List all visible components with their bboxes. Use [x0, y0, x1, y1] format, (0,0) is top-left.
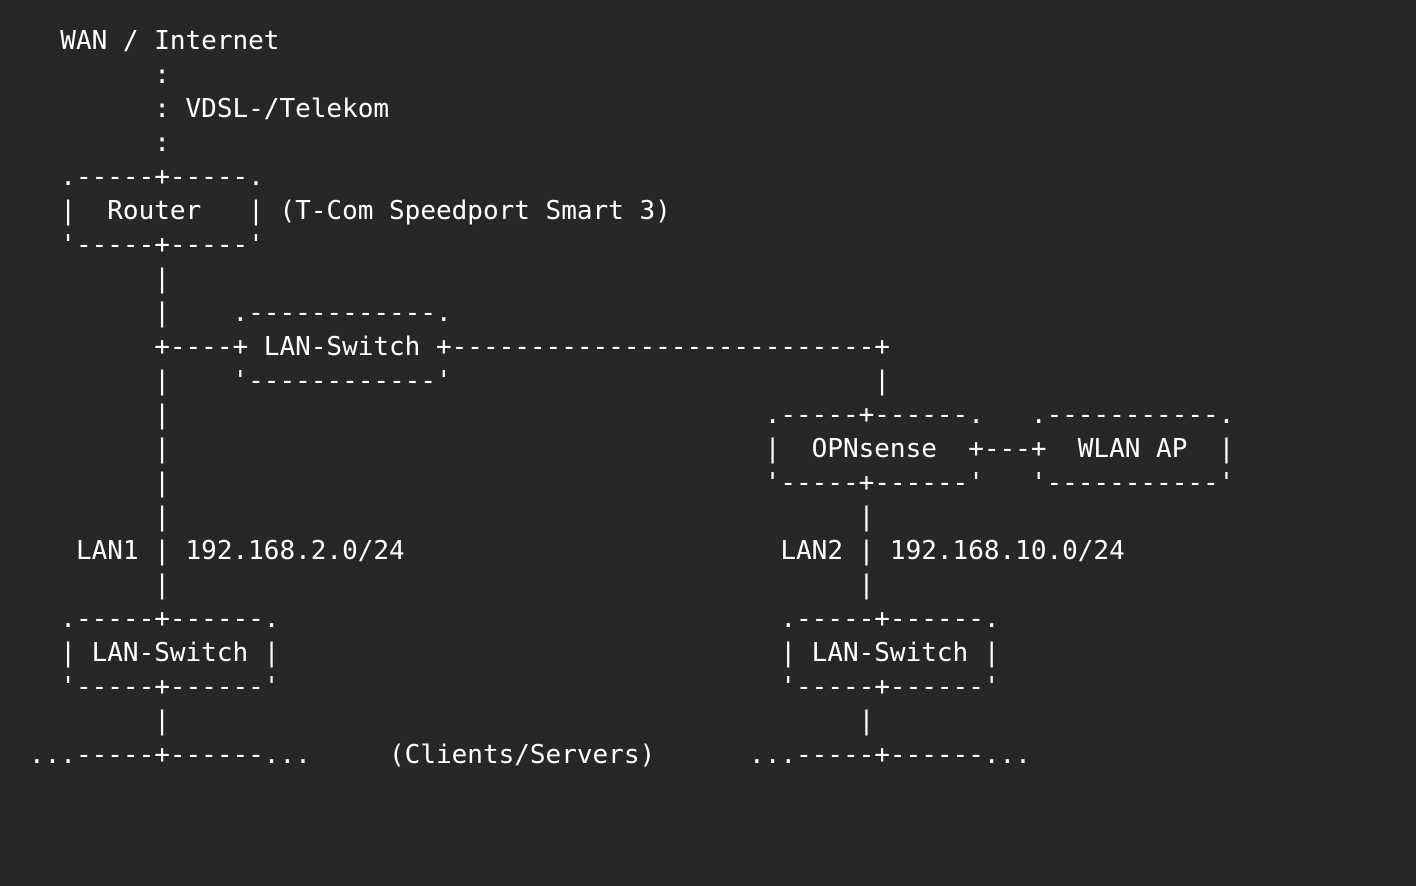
line-lan-switch-box-label: +----+ LAN-Switch +---------------------…: [29, 332, 890, 362]
line-lan-links-2: | |: [29, 570, 875, 600]
line-router-box-label: | Router | (T-Com Speedport Smart 3): [29, 196, 671, 226]
line-router-link: |: [29, 264, 170, 294]
line-lan-links-1: | |: [29, 502, 875, 532]
line-wan-label: WAN / Internet: [29, 26, 280, 56]
ascii-network-topology: WAN / Internet : : VDSL-/Telekom : .----…: [29, 24, 1234, 772]
line-wan-link-2: :: [29, 128, 170, 158]
line-wan-link-1: :: [29, 60, 170, 90]
line-opnsense-wlan-box-top: | .-----+------. .-----------.: [29, 400, 1235, 430]
line-lan-switches-box-bottom: '-----+------' '-----+------': [29, 672, 1000, 702]
line-vdsl-label: : VDSL-/Telekom: [29, 94, 390, 124]
line-lan-switch-box-top: | .------------.: [29, 298, 452, 328]
line-lan-switches-box-label: | LAN-Switch | | LAN-Switch |: [29, 638, 1000, 668]
line-opnsense-wlan-box-label: | | OPNsense +---+ WLAN AP |: [29, 434, 1235, 464]
line-lan-switches-box-top: .-----+------. .-----+------.: [29, 604, 1000, 634]
line-router-box-bottom: '-----+-----': [29, 230, 264, 260]
line-clients-servers: ...-----+------... (Clients/Servers) ...…: [29, 740, 1031, 770]
line-lan-subnet-labels: LAN1 | 192.168.2.0/24 LAN2 | 192.168.10.…: [29, 536, 1125, 566]
line-lan-switch-box-bottom: | '------------' |: [29, 366, 890, 396]
line-client-links: | |: [29, 706, 875, 736]
line-router-box-top: .-----+-----.: [29, 162, 264, 192]
line-opnsense-wlan-box-bottom: | '-----+------' '-----------': [29, 468, 1235, 498]
